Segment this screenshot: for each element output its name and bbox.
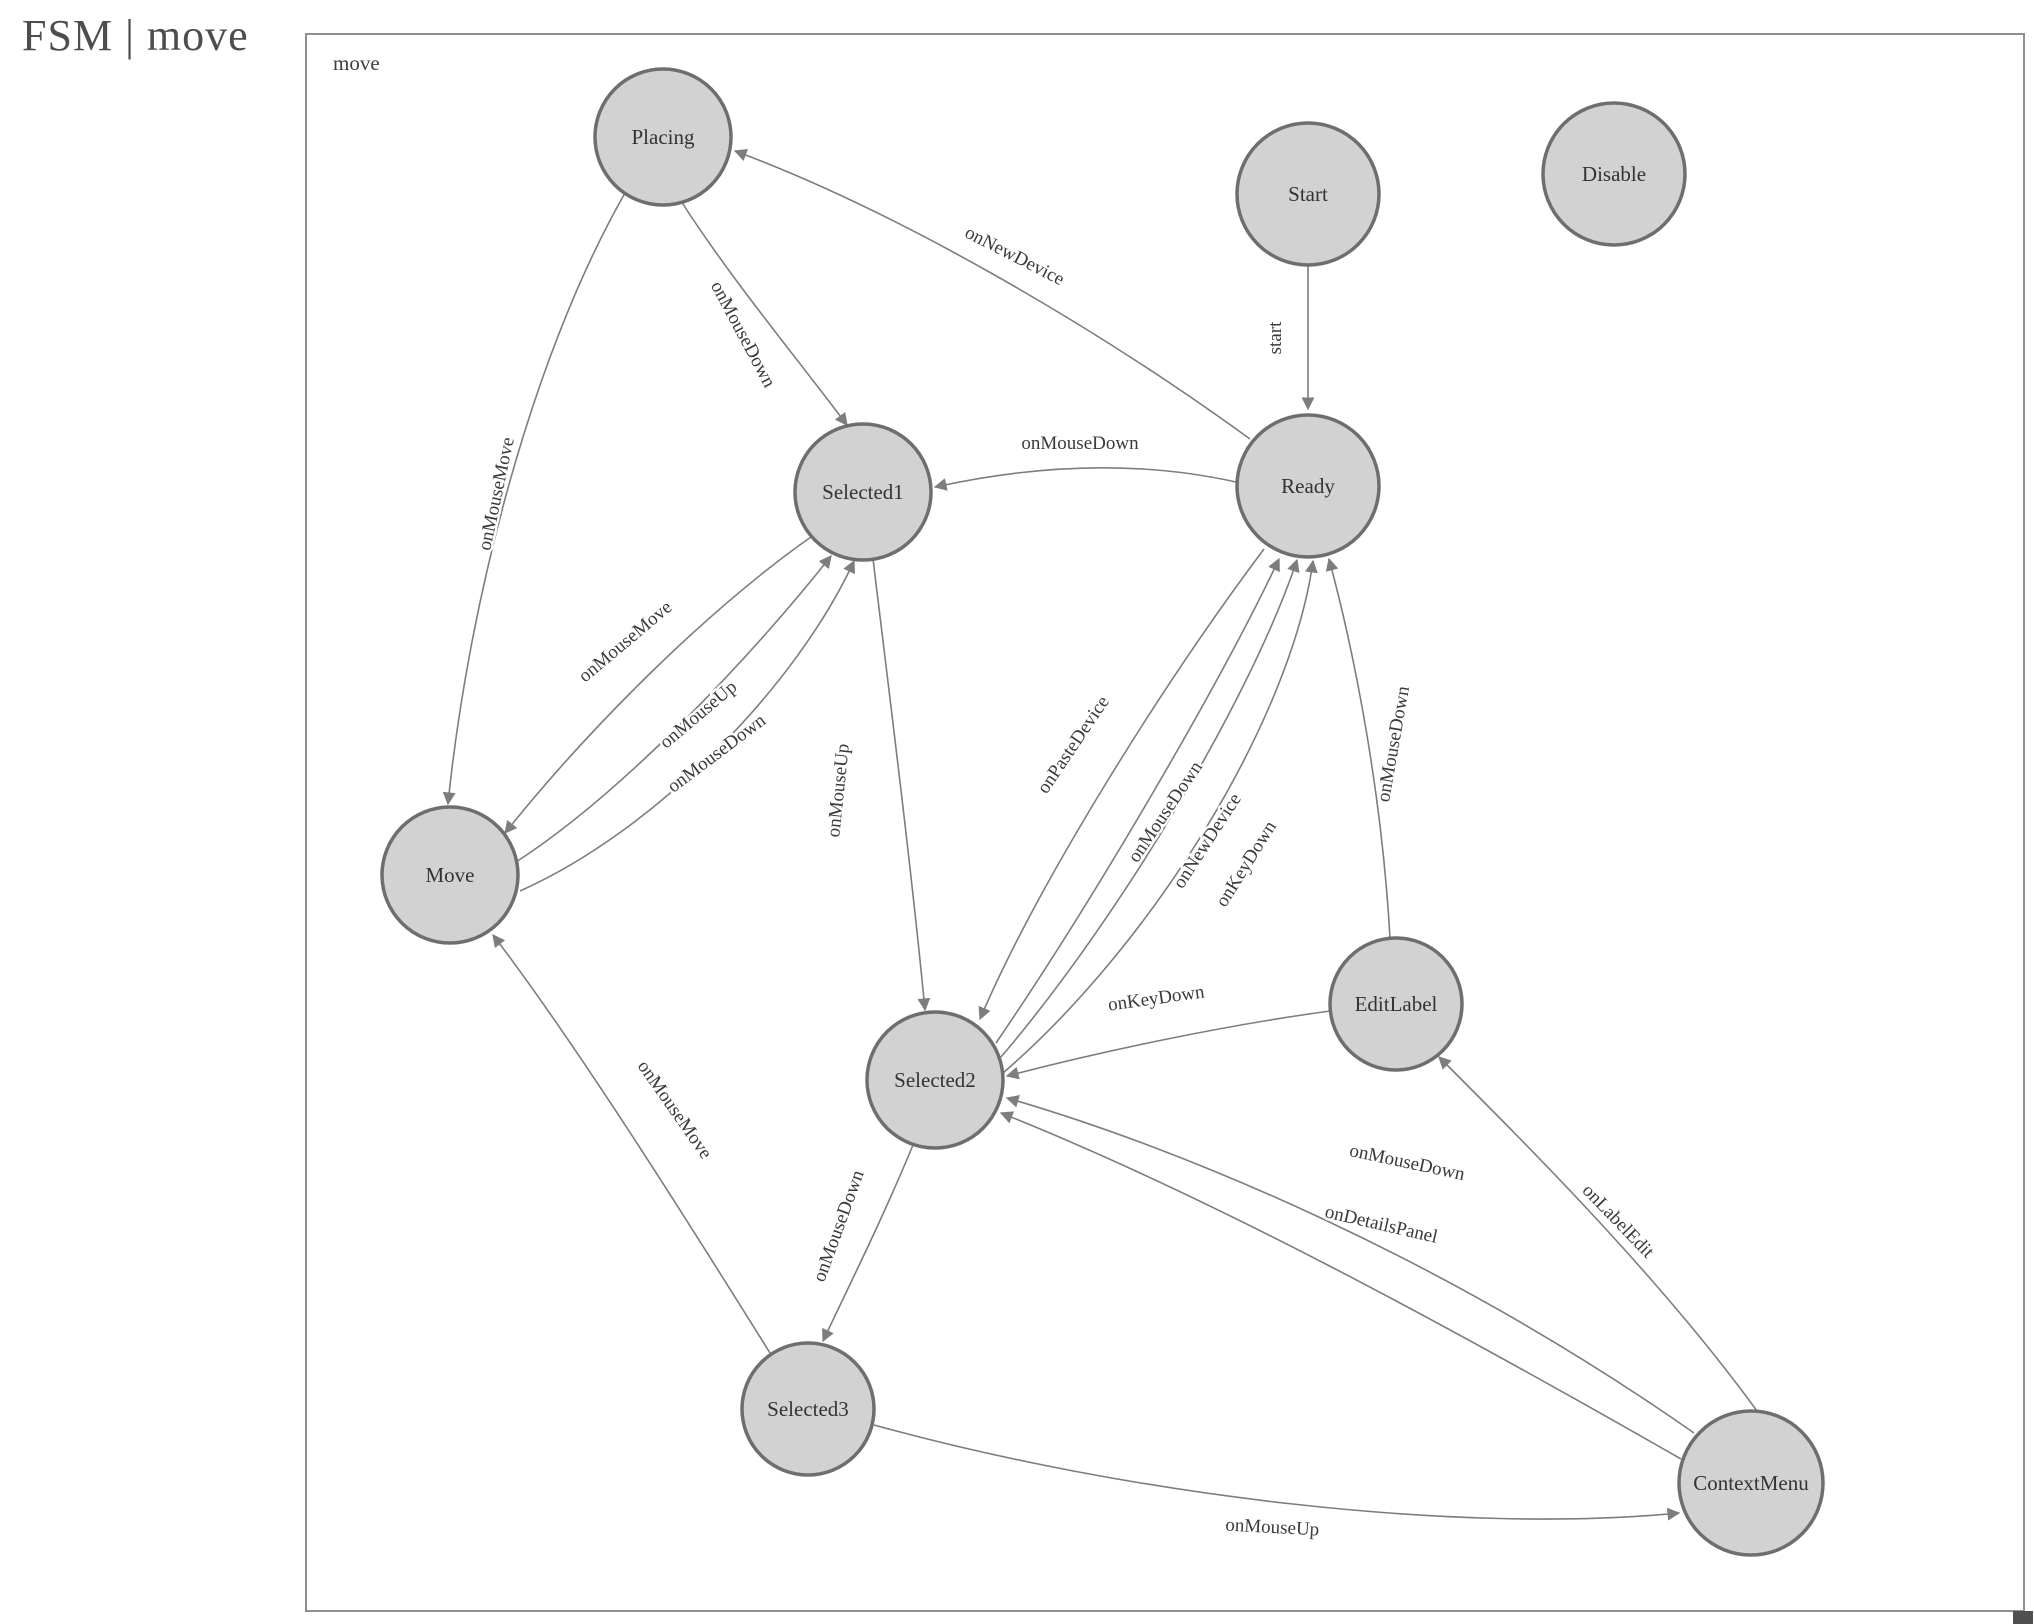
state-node-ready[interactable]: Ready (1235, 413, 1381, 559)
transition-contextmenu-selected2 (1005, 1095, 1695, 1434)
state-node-contextmenu[interactable]: ContextMenu (1677, 1409, 1825, 1557)
state-label-selected2: Selected2 (894, 1068, 976, 1092)
transition-label-contextmenu-editlabel: onLabelEdit (1578, 1180, 1659, 1263)
state-label-selected1: Selected1 (822, 480, 904, 504)
transition-selected2-selected3 (822, 1144, 914, 1343)
transition-ready-placing (733, 149, 1251, 440)
state-circle-selected3[interactable] (740, 1341, 876, 1477)
state-node-placing[interactable]: Placing (593, 67, 733, 207)
diagram-panel: move start onMouseDown onNewDevice onMouseD… (305, 33, 2025, 1612)
transition-selected1-move (504, 536, 812, 834)
state-node-selected1[interactable]: Selected1 (793, 422, 933, 562)
transition-label-placing-move: onMouseMove (474, 435, 518, 552)
transition-label-ready-placing: onNewDevice (961, 222, 1067, 290)
transition-contextmenu-editlabel (1438, 1056, 1758, 1412)
transition-contextmenu-selected2 (999, 1111, 1682, 1460)
state-circle-move[interactable] (380, 805, 520, 945)
scrollbar-corner (2013, 1611, 2033, 1624)
transition-placing-move (442, 192, 626, 806)
transition-selected1-selected2 (872, 558, 931, 1012)
transition-selected2-ready (1000, 558, 1300, 1058)
state-label-selected3: Selected3 (767, 1397, 849, 1421)
transition-label-editlabel-selected2: onKeyDown (1107, 981, 1207, 1015)
transition-ready-selected2 (978, 548, 1265, 1021)
transition-label-selected1-selected2: onMouseUp (823, 743, 854, 839)
transition-selected3-move (492, 933, 771, 1354)
transition-label-editlabel-ready: onMouseDown (1373, 684, 1414, 804)
transition-move-selected1 (515, 554, 832, 863)
state-label-editlabel: EditLabel (1355, 992, 1438, 1016)
state-circle-contextmenu[interactable] (1677, 1409, 1825, 1557)
state-label-disable: Disable (1582, 162, 1646, 186)
state-circle-editlabel[interactable] (1328, 936, 1464, 1072)
transition-label-start-ready: start (1265, 321, 1286, 354)
state-label-placing: Placing (632, 125, 695, 149)
state-circle-selected2[interactable] (865, 1010, 1005, 1150)
state-node-disable[interactable]: Disable (1541, 101, 1687, 247)
transitions-layer: start onMouseDown onNewDevice onMouseDown on… (442, 149, 1758, 1543)
state-node-start[interactable]: Start (1235, 121, 1381, 267)
state-node-selected2[interactable]: Selected2 (865, 1010, 1005, 1150)
transition-selected3-contextmenu (873, 1424, 1681, 1521)
transition-label-contextmenu-selected2: onDetailsPanel (1323, 1201, 1440, 1247)
transition-placing-selected1 (680, 200, 848, 427)
state-circle-ready[interactable] (1235, 413, 1381, 559)
transition-label-placing-selected1: onMouseDown (706, 278, 780, 392)
transition-label-contextmenu-selected2: onMouseDown (1348, 1140, 1467, 1185)
transition-label-selected1-move: onMouseMove (575, 597, 677, 687)
state-label-start: Start (1288, 182, 1328, 206)
transition-label-selected3-contextmenu: onMouseUp (1225, 1515, 1320, 1541)
state-node-move[interactable]: Move (380, 805, 520, 945)
transition-label-selected2-selected3: onMouseDown (809, 1167, 869, 1285)
transition-selected2-ready (995, 557, 1280, 1044)
transition-label-ready-selected1: onMouseDown (1021, 433, 1139, 454)
state-circle-start[interactable] (1235, 121, 1381, 267)
state-circle-disable[interactable] (1541, 101, 1687, 247)
transition-move-selected1 (519, 559, 855, 892)
state-circle-selected1[interactable] (793, 422, 933, 562)
state-node-editlabel[interactable]: EditLabel (1328, 936, 1464, 1072)
state-label-contextmenu: ContextMenu (1693, 1471, 1809, 1495)
state-circle-placing[interactable] (593, 67, 733, 207)
state-node-selected3[interactable]: Selected3 (740, 1341, 876, 1477)
transition-label-ready-selected2: onPasteDevice (1033, 692, 1114, 797)
fsm-graph-canvas: start onMouseDown onNewDevice onMouseDown on… (380, 67, 1825, 1557)
page-title: FSM | move (22, 11, 249, 60)
transition-editlabel-selected2 (1005, 1010, 1331, 1080)
transition-editlabel-ready (1325, 557, 1391, 939)
transition-selected2-ready (1002, 559, 1318, 1074)
state-label-ready: Ready (1281, 474, 1335, 498)
transition-label-selected3-move: onMouseMove (633, 1057, 716, 1163)
transition-ready-selected1 (933, 466, 1237, 491)
canvas-label: move (333, 51, 380, 75)
state-label-move: Move (426, 863, 475, 887)
